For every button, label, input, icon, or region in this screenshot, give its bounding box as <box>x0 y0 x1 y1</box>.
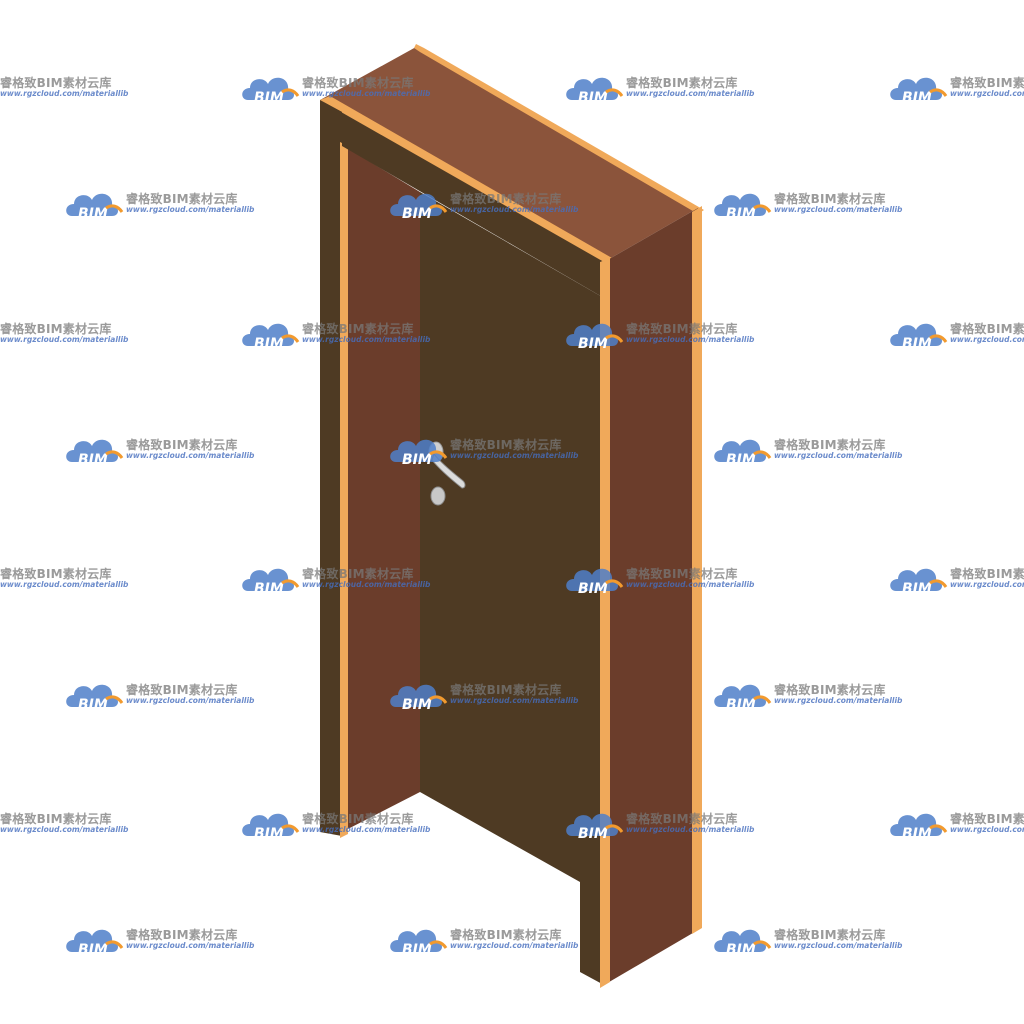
frame-left-jamb-trim <box>340 142 348 838</box>
lever-handle-icon <box>431 452 466 489</box>
frame-head-top <box>320 47 698 262</box>
frame-head-front-edge <box>320 96 612 264</box>
frame-head-back-edge <box>414 44 704 214</box>
frame-right-jamb-trim <box>600 258 610 988</box>
frame-right-jamb-side <box>604 208 698 985</box>
frame-head-front <box>320 100 604 298</box>
frame-right-jamb-back-edge <box>692 206 702 934</box>
door-leaf <box>420 192 604 882</box>
frame-left-jamb-front <box>320 100 342 836</box>
lock-cylinder <box>430 486 446 506</box>
door-opening-inner <box>342 145 420 832</box>
frame-right-jamb-front <box>580 286 604 985</box>
